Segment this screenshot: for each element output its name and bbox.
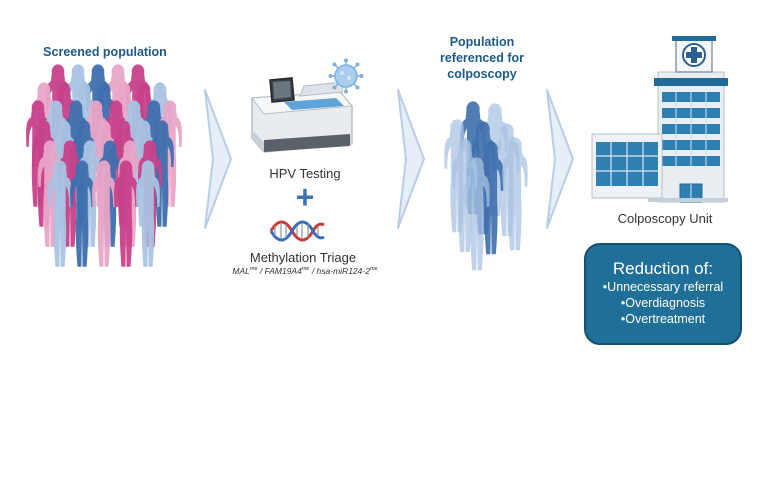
hpv-testing-label: HPV Testing (269, 166, 341, 181)
woman-figure-icon (70, 160, 94, 267)
woman-figure-icon (464, 157, 490, 271)
colposcopy-unit-label: Colposcopy Unit (617, 211, 713, 226)
outcome-item: •Overtreatment (620, 312, 706, 326)
outcome-item: •Overdiagnosis (620, 296, 706, 310)
screened-population-crowd (26, 64, 182, 267)
reduction-heading: Reduction of: (612, 259, 714, 278)
hospital-building-icon (591, 36, 728, 203)
referenced-population-title: Population referenced for colposcopy (439, 35, 525, 81)
woman-figure-icon (92, 160, 116, 267)
woman-figure-icon (478, 141, 504, 255)
methylation-triage-label: Methylation Triage (249, 250, 357, 265)
woman-figure-icon (150, 120, 174, 227)
medical-cross-icon (686, 47, 702, 63)
methylation-markers: MALme / FAM19A4me / hsa-miR124-2me (232, 266, 378, 276)
virus-icon (328, 58, 364, 94)
woman-figure-icon (136, 160, 160, 267)
dna-helix-icon (269, 220, 325, 242)
chevron-arrow-icon (546, 89, 574, 229)
reduction-outcome-box: Reduction of: •Unnecessary referral •Ove… (584, 243, 742, 345)
referenced-population-crowd (444, 101, 528, 271)
marker-mal: MAL (232, 266, 250, 276)
chevron-arrow-icon (204, 89, 232, 229)
hpv-analyzer-icon (251, 77, 354, 153)
woman-figure-icon (502, 137, 528, 251)
marker-fam19a4: FAM19A4 (264, 266, 302, 276)
outcome-item: •Unnecessary referral (602, 280, 724, 294)
woman-figure-icon (48, 160, 72, 267)
screened-population-title: Screened population (43, 45, 167, 59)
woman-figure-icon (26, 100, 50, 207)
plus-sign: + (295, 179, 315, 215)
marker-mir124: hsa-miR124-2 (316, 266, 370, 276)
chevron-arrow-icon (397, 89, 425, 229)
woman-figure-icon (114, 160, 138, 267)
